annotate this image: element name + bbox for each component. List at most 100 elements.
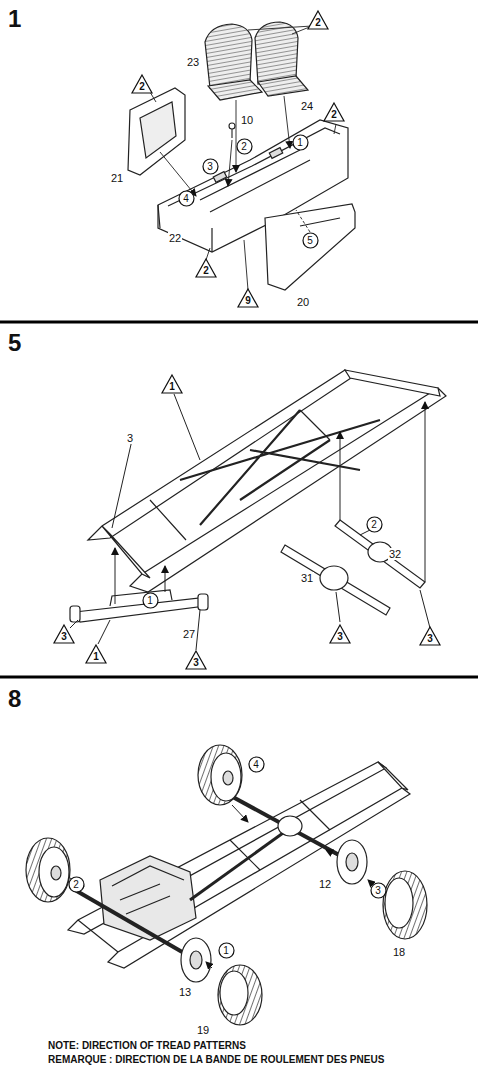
part-number-box: 31 [300, 572, 314, 584]
wheels-part [220, 971, 248, 1015]
chassis-part [75, 890, 196, 960]
assembly-arrows-part [425, 402, 426, 582]
wheels-part [26, 838, 70, 902]
callout-outline [179, 191, 194, 206]
assembly-arrows-part [420, 590, 430, 628]
side-panel-20 [265, 204, 355, 290]
frame-3-part [102, 526, 150, 578]
step-number-box: 1 [8, 6, 21, 32]
assembly-arrows-part [336, 592, 340, 622]
front-axle-27-part [75, 598, 205, 622]
callout-outline [196, 259, 216, 277]
part-number: 31 [300, 572, 314, 584]
callout-number-box: 2 [68, 876, 85, 893]
part-number-box: 18 [392, 946, 406, 958]
assembly-arrows-part [112, 440, 132, 528]
wheels-part [190, 951, 202, 969]
wheel-arrows-part [232, 805, 248, 822]
panel-separators-part [0, 676, 478, 679]
seat-24-part [255, 22, 298, 84]
callout-outline [162, 375, 182, 393]
frame-3-part [345, 370, 440, 396]
part-number-box: 19 [196, 1024, 210, 1036]
wheels-part [385, 878, 413, 928]
seat-23 [205, 24, 262, 100]
callout-outline [143, 593, 158, 608]
part-number: 24 [300, 100, 314, 112]
part-number: 22 [168, 232, 182, 244]
wheels-part [337, 840, 367, 884]
step-number: 8 [8, 686, 21, 712]
callout-number-box: 4 [178, 190, 195, 207]
part-number-box: 22 [168, 232, 182, 244]
chassis-part [190, 828, 290, 900]
leader-lines-part [244, 240, 248, 290]
callout-outline [203, 159, 218, 174]
callout-outline [249, 757, 264, 772]
subassembly-number: 2 [307, 10, 329, 29]
side-panel-20-part [265, 204, 355, 290]
subassembly-number-box: 1 [85, 644, 107, 664]
front-axle-27 [70, 590, 208, 622]
leader-lines-part [248, 26, 312, 30]
callout-outline [237, 139, 252, 154]
callout-outline [219, 943, 234, 958]
callout-number-box: 4 [248, 756, 265, 773]
part-number-box: 27 [182, 628, 196, 640]
door-panel-21-part [140, 102, 176, 158]
front-axle-27-part [198, 594, 208, 610]
assembly-arrows-part [165, 566, 166, 592]
subassembly-number: 9 [237, 288, 259, 307]
assembly-arrows-part [360, 530, 370, 535]
part-number-box: 20 [296, 296, 310, 308]
callout-number: 5 [302, 232, 319, 249]
callout-number: 2 [68, 876, 85, 893]
callout-outline [186, 651, 206, 669]
part-number: 3 [126, 432, 134, 444]
part-number: 20 [296, 296, 310, 308]
part-number-box: 10 [240, 114, 254, 126]
subassembly-number-box: 3 [53, 624, 75, 644]
part-number: 23 [186, 56, 200, 68]
subassembly-number-box: 2 [323, 102, 345, 122]
frame-3-part [150, 410, 330, 540]
seat-24 [255, 22, 308, 96]
floor-tub-22-part [213, 172, 226, 183]
callout-number-box: 3 [370, 882, 387, 899]
wheels-part [218, 965, 262, 1025]
note-text-box: REMARQUE : DIRECTION DE LA BANDE DE ROUL… [48, 1054, 384, 1066]
note-text-box: NOTE: DIRECTION OF TREAD PATTERNS [48, 1040, 246, 1052]
seat-23-part [205, 24, 252, 88]
assembly-arrows-part [196, 610, 200, 650]
callout-number: 4 [248, 756, 265, 773]
callout-outline [293, 135, 308, 150]
rear-axle-31-part [320, 566, 348, 590]
door-panel-21 [128, 88, 185, 175]
callout-number: 2 [236, 138, 253, 155]
callout-number-box: 5 [302, 232, 319, 249]
subassembly-number: 1 [85, 644, 107, 663]
subassembly-number-box: 2 [307, 10, 329, 30]
callout-number-box: 3 [202, 158, 219, 175]
subassembly-number: 3 [53, 624, 75, 643]
wheel-arrows-part [326, 850, 338, 856]
chassis [68, 762, 410, 968]
frame-3-part [88, 370, 354, 540]
leader-lines [150, 26, 336, 290]
callout-outline [54, 625, 74, 643]
part-number-box: 13 [178, 986, 192, 998]
part-number-box: 21 [110, 172, 124, 184]
front-axle-27-part [110, 590, 172, 606]
leader-lines-part [228, 140, 232, 186]
callout-outline [86, 645, 106, 663]
wheels-part [383, 871, 427, 939]
seat-23-part [208, 80, 262, 100]
part-number-box: 3 [126, 432, 134, 444]
subassembly-number: 1 [161, 374, 183, 393]
rear-axle-32-part [335, 520, 425, 588]
leader-lines-part [236, 100, 237, 172]
frame-3 [88, 370, 446, 592]
subassembly-number: 3 [419, 626, 441, 645]
